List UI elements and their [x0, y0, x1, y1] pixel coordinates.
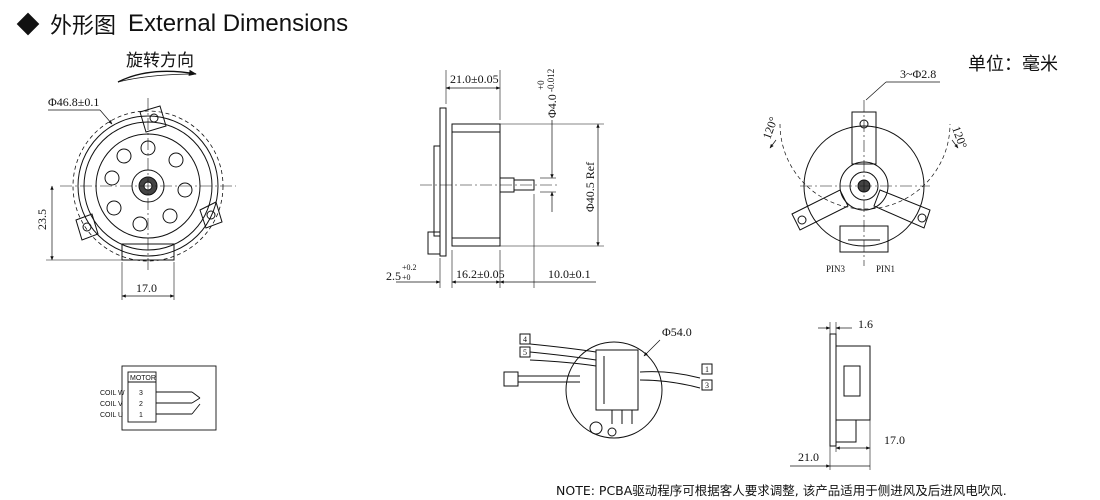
pcba-tag-1: 1	[705, 365, 709, 374]
dim-front-diameter: Φ46.8±0.1	[48, 95, 99, 109]
pcba-tag-5: 5	[523, 348, 527, 357]
dim-body-diameter: Φ40.5 Ref	[583, 162, 597, 212]
dim-pcba-diameter: Φ54.0	[662, 325, 692, 339]
section-header: 外形图 External Dimensions	[14, 6, 348, 42]
dim-body-length: 16.2±0.05	[456, 267, 505, 281]
wiring-diagram	[121, 365, 217, 431]
label-pin1: PIN1	[876, 264, 895, 274]
label-pin3: PIN3	[826, 264, 846, 274]
dim-front-mount-width: 17.0	[136, 281, 157, 295]
coil-w-label: COIL W	[100, 390, 125, 397]
dim-flange-tol-upper: +0.2	[402, 263, 417, 272]
dim-shaft-tol-upper: +0	[536, 80, 546, 90]
dim-front-height: 23.5	[35, 209, 49, 230]
footer-note: NOTE: PCBA驱动程序可根据客人要求调整, 该产品适用于侧进风及后进风电吹…	[556, 483, 1007, 498]
unit-label: 单位：毫米	[968, 54, 1058, 75]
side-view	[396, 70, 604, 288]
title-chinese: 外形图	[50, 14, 117, 39]
dim-shaft-length: 10.0±0.1	[548, 267, 591, 281]
pcba-view	[503, 333, 713, 439]
coil-u-label: COIL U	[100, 412, 123, 419]
rotation-arrow-icon	[117, 69, 197, 83]
dim-angle-left: 120°	[760, 115, 781, 141]
pcba-tag-3: 3	[705, 381, 709, 390]
dim-profile-thickness: 1.6	[858, 317, 873, 331]
rear-view	[769, 81, 959, 266]
dim-profile-depth: 17.0	[884, 433, 905, 447]
dim-angle-right: 120°	[949, 124, 970, 150]
dim-shaft-tol-lower: -0.012	[546, 69, 556, 92]
dim-shaft-diameter: Φ4.0	[545, 94, 559, 118]
dim-flange: 2.5	[386, 269, 401, 283]
front-view	[46, 69, 236, 300]
coil-v-label: COIL V	[100, 401, 123, 408]
coil-w-pin: 3	[139, 390, 143, 397]
coil-v-pin: 2	[139, 401, 143, 408]
pcba-tag-4: 4	[523, 335, 527, 344]
title-english: External Dimensions	[128, 10, 349, 37]
dim-side-top-depth: 21.0±0.05	[450, 72, 499, 86]
motor-label: MOTOR	[130, 375, 156, 382]
profile-view	[790, 322, 871, 470]
dim-rear-holes: 3~Φ2.8	[900, 67, 936, 81]
dim-flange-tol-lower: +0	[402, 273, 411, 282]
dim-profile-total: 21.0	[798, 450, 819, 464]
rotation-label: 旋转方向	[126, 51, 194, 71]
coil-u-pin: 1	[139, 412, 143, 419]
